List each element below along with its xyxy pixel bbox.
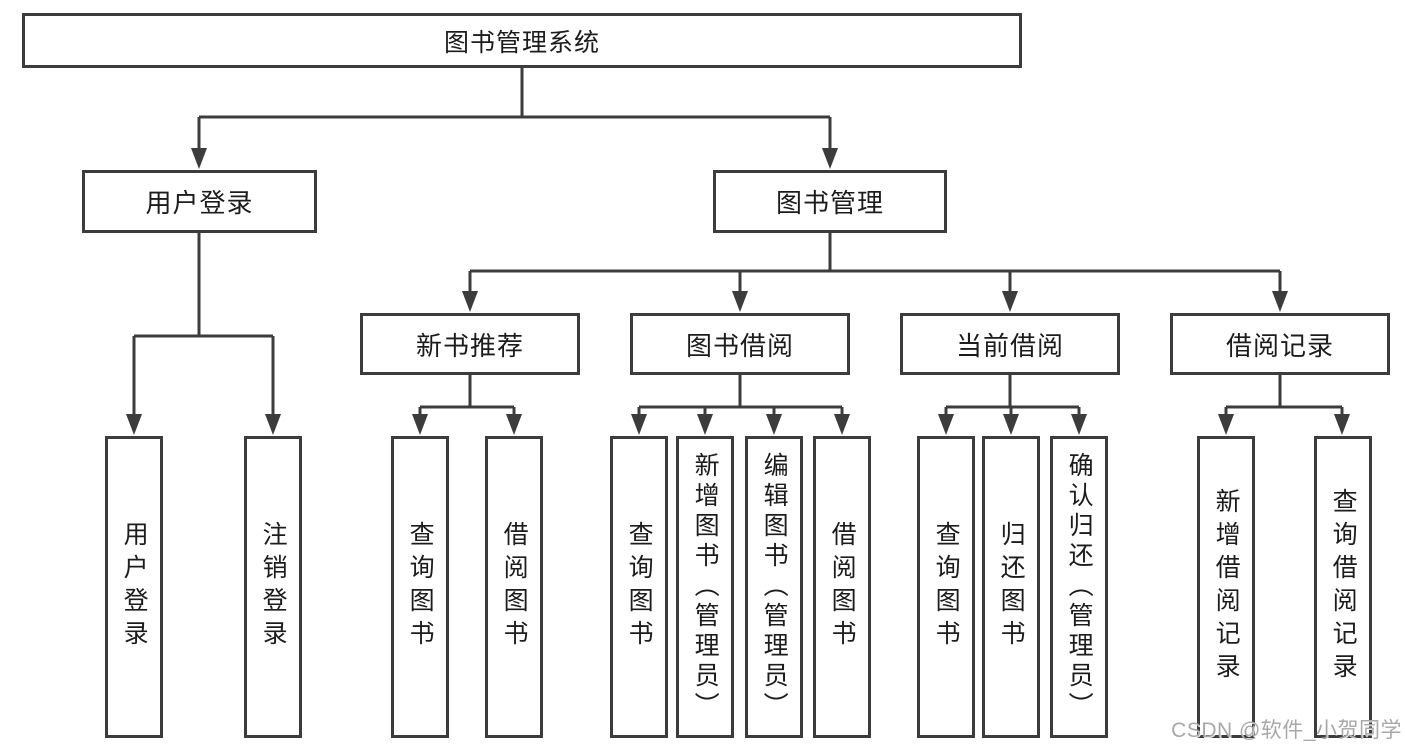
- edge-user-login-children: [126, 233, 281, 435]
- node-library-management-system: 图书管理系统: [22, 13, 1022, 68]
- edge-current-borrow-children: [938, 375, 1087, 435]
- leaf-query-books-recommend-label: 查询图书: [406, 521, 435, 653]
- node-current-borrow-label: 当前借阅: [955, 330, 1064, 361]
- leaf-user-login: 用户登录: [105, 436, 163, 738]
- edge-borrow-records-children: [1218, 375, 1350, 435]
- edge-book-management-children: [462, 233, 1288, 312]
- edge-book-borrow-children: [631, 375, 850, 435]
- leaf-return-books-label: 归还图书: [997, 521, 1026, 653]
- node-book-management-label: 图书管理: [775, 188, 884, 218]
- leaf-query-borrow-record: 查询借阅记录: [1314, 436, 1372, 738]
- leaf-add-borrow-record-label: 新增借阅记录: [1212, 488, 1241, 686]
- node-new-book-recommend-label: 新书推荐: [415, 330, 524, 361]
- node-library-management-system-label: 图书管理系统: [443, 28, 600, 57]
- csdn-watermark: CSDN @软件_小贺同学: [1171, 719, 1402, 742]
- leaf-logout: 注销登录: [244, 436, 302, 738]
- leaf-logout-label: 注销登录: [259, 521, 288, 653]
- node-user-login-label: 用户登录: [145, 188, 254, 218]
- leaf-confirm-return-admin: 确认归还（管理员）: [1050, 436, 1108, 738]
- node-borrow-records-label: 借阅记录: [1225, 330, 1334, 361]
- node-book-management: 图书管理: [713, 170, 947, 233]
- leaf-add-borrow-record: 新增借阅记录: [1197, 436, 1255, 738]
- node-user-login: 用户登录: [82, 170, 317, 233]
- leaf-query-books-current: 查询图书: [917, 436, 975, 738]
- leaf-edit-books-admin-label: 编辑图书（管理员）: [760, 452, 789, 722]
- leaf-query-books-borrow: 查询图书: [610, 436, 668, 738]
- leaf-user-login-label: 用户登录: [120, 521, 149, 653]
- node-borrow-records: 借阅记录: [1170, 313, 1390, 375]
- leaf-borrow-books-recommend: 借阅图书: [485, 436, 543, 738]
- node-book-borrow-label: 图书借阅: [685, 330, 794, 361]
- node-new-book-recommend: 新书推荐: [360, 313, 580, 375]
- leaf-borrow-books-recommend-label: 借阅图书: [500, 521, 529, 653]
- leaf-query-books-borrow-label: 查询图书: [625, 521, 654, 653]
- leaf-borrow-books-label: 借阅图书: [828, 521, 857, 653]
- leaf-query-books-recommend: 查询图书: [391, 436, 449, 738]
- leaf-edit-books-admin: 编辑图书（管理员）: [745, 436, 803, 738]
- leaf-add-books-admin: 新增图书（管理员）: [676, 436, 734, 738]
- node-current-borrow: 当前借阅: [900, 313, 1120, 375]
- edge-new-book-recommend-children: [412, 375, 522, 435]
- leaf-query-books-current-label: 查询图书: [932, 521, 961, 653]
- leaf-return-books: 归还图书: [982, 436, 1040, 738]
- leaf-borrow-books: 借阅图书: [813, 436, 871, 738]
- node-book-borrow: 图书借阅: [630, 313, 850, 375]
- leaf-confirm-return-admin-label: 确认归还（管理员）: [1065, 452, 1094, 722]
- leaf-add-books-admin-label: 新增图书（管理员）: [691, 452, 720, 722]
- edge-root-to-level2: [191, 68, 838, 169]
- leaf-query-borrow-record-label: 查询借阅记录: [1329, 488, 1358, 686]
